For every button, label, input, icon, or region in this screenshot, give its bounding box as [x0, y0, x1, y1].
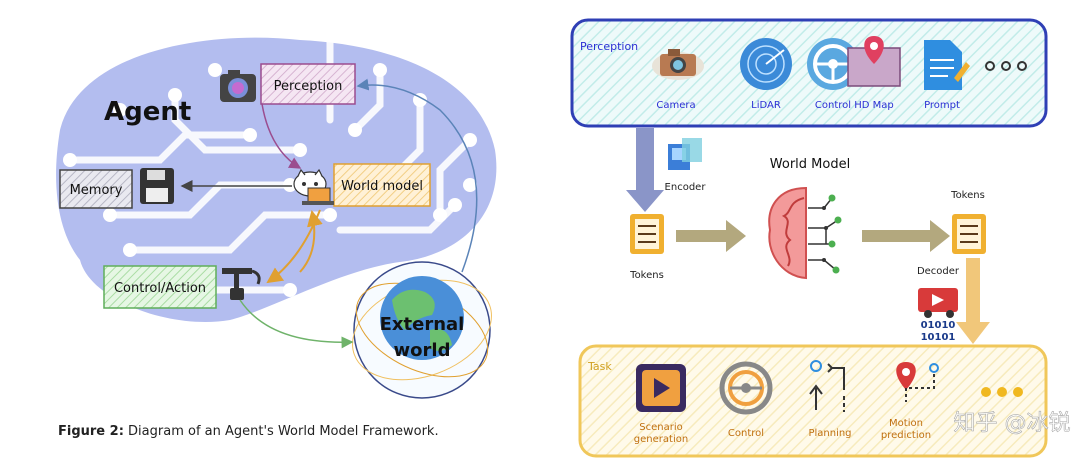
task-item-control: Control	[728, 428, 764, 439]
more-dots-icon	[981, 387, 1023, 397]
agent-label: Agent	[104, 97, 191, 127]
perception-box	[260, 63, 356, 105]
external-world-globe	[352, 261, 492, 399]
agent-world-model-diagram: Agent Perception Memory World model Cont…	[56, 36, 497, 399]
world-model-box-label: World model	[341, 179, 423, 194]
binary-line-1: 01010	[921, 320, 956, 331]
tokens-to-world-model-arrow	[676, 220, 746, 252]
perception-to-tokens-arrow	[626, 128, 664, 212]
figure-caption: Figure 2: Diagram of an Agent's World Mo…	[58, 424, 439, 439]
video-truck-icon	[918, 288, 958, 318]
memory-box	[59, 169, 133, 209]
perception-item-lidar: LiDAR	[751, 100, 781, 111]
world-model-box	[333, 163, 431, 207]
play-video-icon	[636, 364, 686, 412]
floppy-disk-icon	[140, 168, 174, 204]
control-action-box-label: Control/Action	[114, 281, 206, 296]
steering-wheel-icon	[807, 38, 859, 90]
encoder-icon	[668, 138, 702, 170]
motion-prediction-icon	[896, 362, 939, 402]
control-action-box	[103, 265, 217, 309]
perception-item-prompt: Prompt	[924, 100, 960, 111]
perception-box-label: Perception	[274, 79, 343, 94]
steering-wheel-icon	[719, 361, 773, 415]
lidar-icon	[740, 38, 792, 90]
external-world-label-1: External	[380, 314, 465, 335]
decoder-label: Decoder	[917, 266, 960, 277]
task-panel	[578, 344, 1048, 458]
perception-to-world-model-arrow	[261, 103, 302, 169]
tokens-left-icon	[630, 214, 664, 254]
prompt-document-icon	[924, 40, 970, 90]
more-dots-icon	[985, 61, 1027, 71]
world-to-perception-arrow	[356, 78, 478, 273]
brain-icon	[768, 186, 842, 280]
memory-box-label: Memory	[70, 183, 123, 198]
tokens-right-label: Tokens	[950, 190, 985, 201]
world-model-title: World Model	[770, 157, 850, 172]
decoder-to-task-arrow	[956, 258, 990, 344]
task-item-scenario-line1: Scenario	[639, 422, 682, 433]
autonomous-driving-world-model-diagram: Perception Camera LiDAR Control HD Map	[570, 18, 1071, 458]
task-item-scenario-line2: generation	[634, 434, 688, 445]
tokens-right-icon	[952, 214, 986, 254]
perception-panel-title: Perception	[580, 40, 638, 53]
external-world-label-2: world	[394, 340, 451, 361]
binary-line-2: 10101	[921, 332, 956, 343]
camera-icon	[652, 49, 704, 80]
task-item-motion-line2: prediction	[881, 430, 931, 441]
tokens-left-label: Tokens	[629, 270, 664, 281]
world-model-to-tokens-arrow	[862, 220, 950, 252]
task-item-planning: Planning	[808, 428, 851, 439]
watermark: 知乎 @冰锐	[954, 411, 1071, 436]
planning-route-icon	[809, 360, 845, 412]
robot-arm-icon	[222, 268, 261, 300]
camera-icon	[220, 70, 256, 102]
caption-text: Diagram of an Agent's World Model Framew…	[123, 424, 439, 439]
perception-item-hd-map: HD Map	[854, 100, 894, 111]
perception-item-control: Control	[815, 100, 851, 111]
cat-laptop-icon	[293, 168, 334, 205]
task-item-motion-line1: Motion	[889, 418, 923, 429]
caption-bold: Figure 2:	[58, 424, 124, 439]
world-model-to-action-arrow-2	[299, 210, 323, 273]
task-panel-title: Task	[587, 360, 612, 373]
action-to-world-arrow	[239, 299, 354, 349]
encoder-label: Encoder	[665, 182, 707, 193]
hd-map-icon	[847, 36, 901, 87]
perception-item-camera: Camera	[656, 100, 695, 111]
